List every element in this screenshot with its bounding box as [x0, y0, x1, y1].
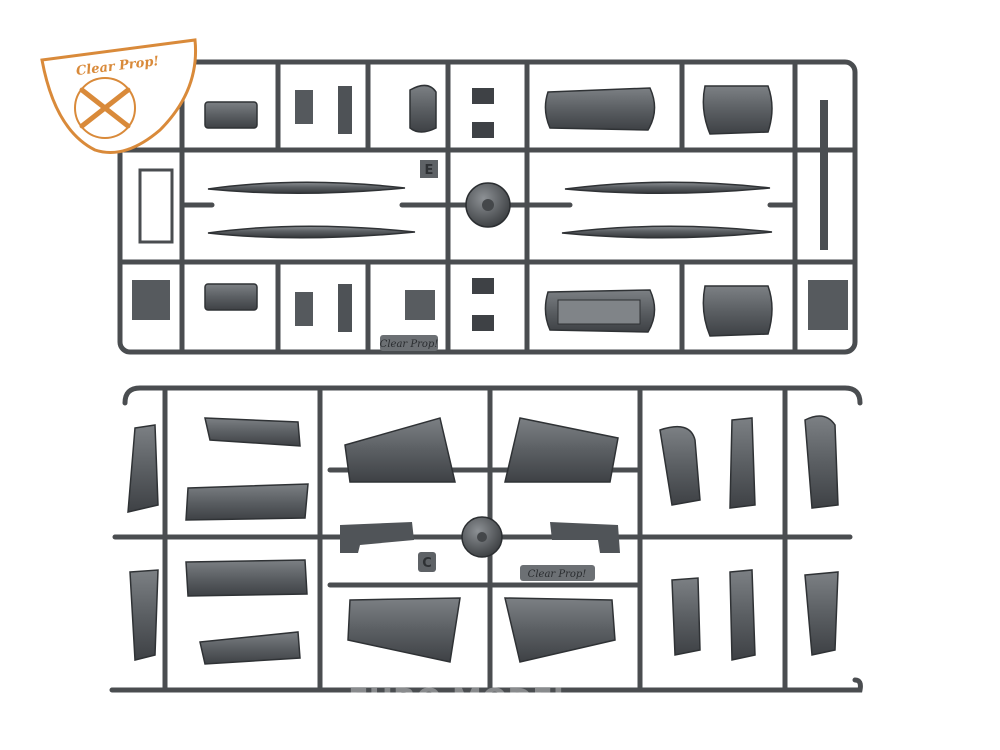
engraving-bottom: Clear Prop! [528, 569, 587, 580]
part-letter-top: E [425, 163, 434, 178]
sprue-bottom-parts [127, 415, 839, 665]
sprue-bottom [109, 385, 863, 693]
clear-prop-logo: Clear Prop! [40, 38, 198, 154]
watermark: EURO MODEL [348, 683, 572, 718]
sprue-top [117, 59, 858, 355]
part-letter-bottom: C [422, 556, 432, 571]
engraving-top: Clear Prop! [380, 339, 439, 350]
sprue-top-parts [132, 80, 848, 337]
